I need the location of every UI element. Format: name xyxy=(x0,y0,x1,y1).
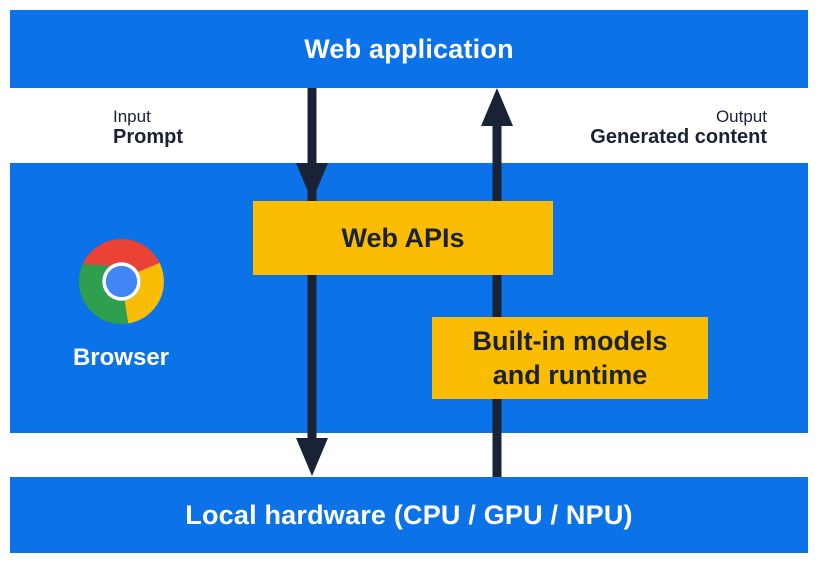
input-title: Input xyxy=(113,107,151,126)
output-label-group: Output Generated content xyxy=(590,106,767,148)
builtin-models-box: Built-in models and runtime xyxy=(432,317,708,399)
web-application-label: Web application xyxy=(304,33,514,64)
web-apis-label: Web APIs xyxy=(341,222,465,253)
local-hardware-label: Local hardware (CPU / GPU / NPU) xyxy=(185,499,633,530)
output-title: Output xyxy=(715,107,767,126)
chrome-icon xyxy=(79,239,164,324)
web-application-layer: Web application xyxy=(10,10,808,88)
local-hardware-layer: Local hardware (CPU / GPU / NPU) xyxy=(10,477,808,553)
output-value: Generated content xyxy=(590,126,767,148)
input-value: Prompt xyxy=(113,126,183,148)
web-apis-box: Web APIs xyxy=(253,201,553,275)
browser-label: Browser xyxy=(72,344,170,371)
builtin-models-label-line1: Built-in models xyxy=(472,326,668,356)
builtin-models-label-line2: and runtime xyxy=(492,360,648,390)
input-label-group: Input Prompt xyxy=(113,106,183,148)
